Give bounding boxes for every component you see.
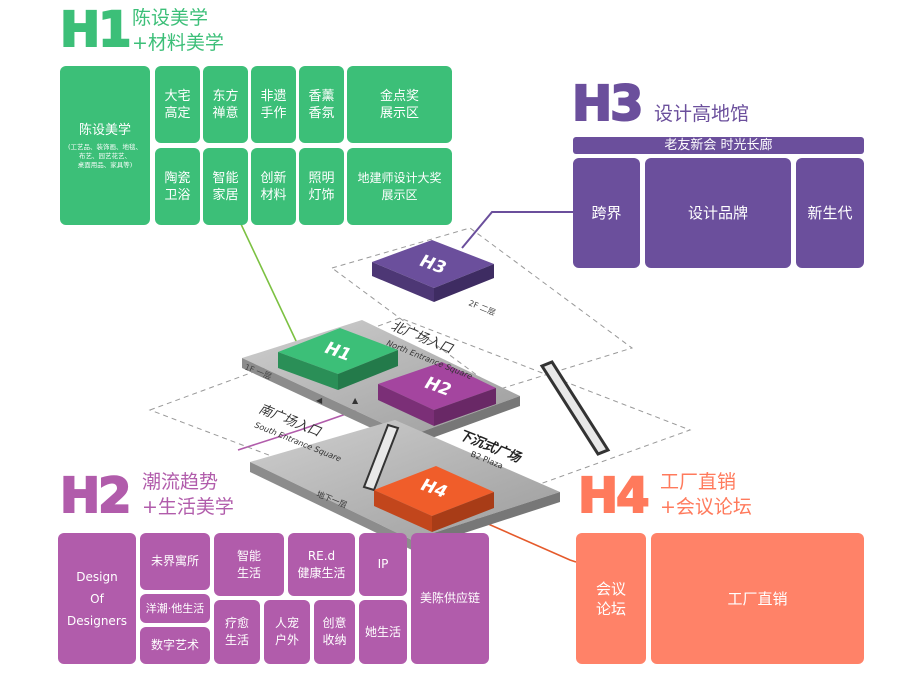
- h4-tile: 会议 论坛: [576, 533, 646, 664]
- h1-code: H1: [59, 2, 133, 58]
- h3-code: H3: [571, 76, 645, 132]
- h3-banner: 老友新会 时光长廊: [573, 137, 864, 154]
- h2-tile: 智能 生活: [214, 533, 284, 596]
- block-h2-top: [378, 362, 496, 410]
- h1-tile: 地建师设计大奖 展示区: [347, 148, 452, 225]
- h1-title: 陈设美学 +材料美学: [132, 7, 224, 54]
- escalator-right: [539, 360, 611, 456]
- h2-tile: 创意 收纳: [314, 600, 355, 664]
- h3-tile: 跨界: [573, 158, 640, 268]
- h2-tile: 未界寓所: [140, 533, 210, 590]
- h4-title: 工厂直销 +会议论坛: [660, 471, 752, 518]
- h3-tile: 新生代: [796, 158, 864, 268]
- floor-2f-label: 2F 二层: [467, 299, 497, 318]
- h2-tile: RE.d 健康生活: [288, 533, 355, 596]
- h3-tile: 设计品牌: [645, 158, 791, 268]
- h1-tile: 香薰 香氛: [299, 66, 344, 143]
- block-h3-top: [372, 240, 494, 288]
- arrow-marker: ◀: [316, 396, 323, 405]
- floor-2f-outline: [330, 227, 634, 391]
- h1-main-title: 陈设美学: [78, 122, 131, 138]
- h2-tile: 她生活: [359, 600, 407, 664]
- h1-tile: 照明 灯饰: [299, 148, 344, 225]
- h2-tile: 洋潮·他生活: [140, 594, 210, 623]
- h1-tile: 创新 材料: [251, 148, 296, 225]
- h2-tile: 疗愈 生活: [214, 600, 260, 664]
- h1-tile: 陶瓷 卫浴: [155, 148, 200, 225]
- connector-h1: [239, 221, 306, 361]
- h2-tile: Design Of Designers: [58, 533, 136, 664]
- h2-tile: 美陈供应链: [411, 533, 489, 664]
- h2-title: 潮流趋势 +生活美学: [142, 471, 234, 518]
- h1-tile: 大宅 高定: [155, 66, 200, 143]
- h1-tile: 智能 家居: [203, 148, 248, 225]
- arrow-marker: ▲: [352, 396, 359, 405]
- h3-title: 设计高地馆: [654, 103, 750, 125]
- h2-tile: 人宠 户外: [264, 600, 310, 664]
- h2-tile: IP: [359, 533, 407, 596]
- block-h4-top: [374, 466, 494, 516]
- h2-tile: 数字艺术: [140, 627, 210, 664]
- connector-h4: [469, 515, 577, 563]
- h1-tile: 非遗 手作: [251, 66, 296, 143]
- block-h1-top: [278, 328, 398, 374]
- h2-code: H2: [59, 468, 133, 524]
- h4-code: H4: [577, 468, 651, 524]
- h1-tile: 金点奖 展示区: [347, 66, 452, 143]
- h1-main-tile: 陈设美学 (工艺品、装饰画、地毯、 布艺、园艺花艺、 桌面用品、家具等): [60, 66, 150, 225]
- connector-h3: [461, 211, 573, 249]
- h1-tile: 东方 禅意: [203, 66, 248, 143]
- h1-main-note: (工艺品、装饰画、地毯、 布艺、园艺花艺、 桌面用品、家具等): [67, 142, 143, 169]
- h4-tile: 工厂直销: [651, 533, 864, 664]
